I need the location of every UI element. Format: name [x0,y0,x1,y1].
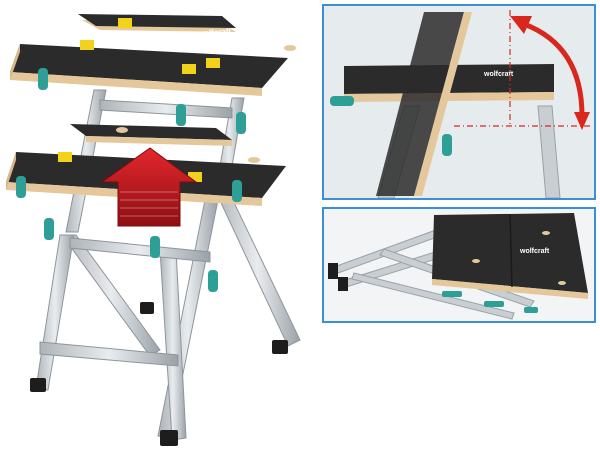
clamp-handle [330,96,354,106]
worktop-upper: wolfcraft [10,14,288,96]
clamp-handle [524,307,538,313]
brand-logo-fold: wolfcraft [519,248,550,255]
folded-detail-photo: wolfcraft [324,209,594,321]
tilt-detail-photo: wolfcraft [324,6,594,198]
brand-logo-upper: wolfcraft [197,27,232,38]
folded-detail-panel: wolfcraft [322,207,596,323]
brand-logo-tilt: wolfcraft [483,71,514,78]
tilt-detail-panel: wolfcraft [322,4,596,200]
workbench-main-photo: wolfcraft [6,14,301,446]
clamp-handle [484,301,504,307]
clamp-handles [16,68,246,292]
tilt-lock-handle [442,134,452,156]
clamp-handle [442,291,462,297]
workbench-feet [30,302,288,446]
tilt-angle-arrow [523,21,585,117]
raise-height-arrow [100,147,198,227]
